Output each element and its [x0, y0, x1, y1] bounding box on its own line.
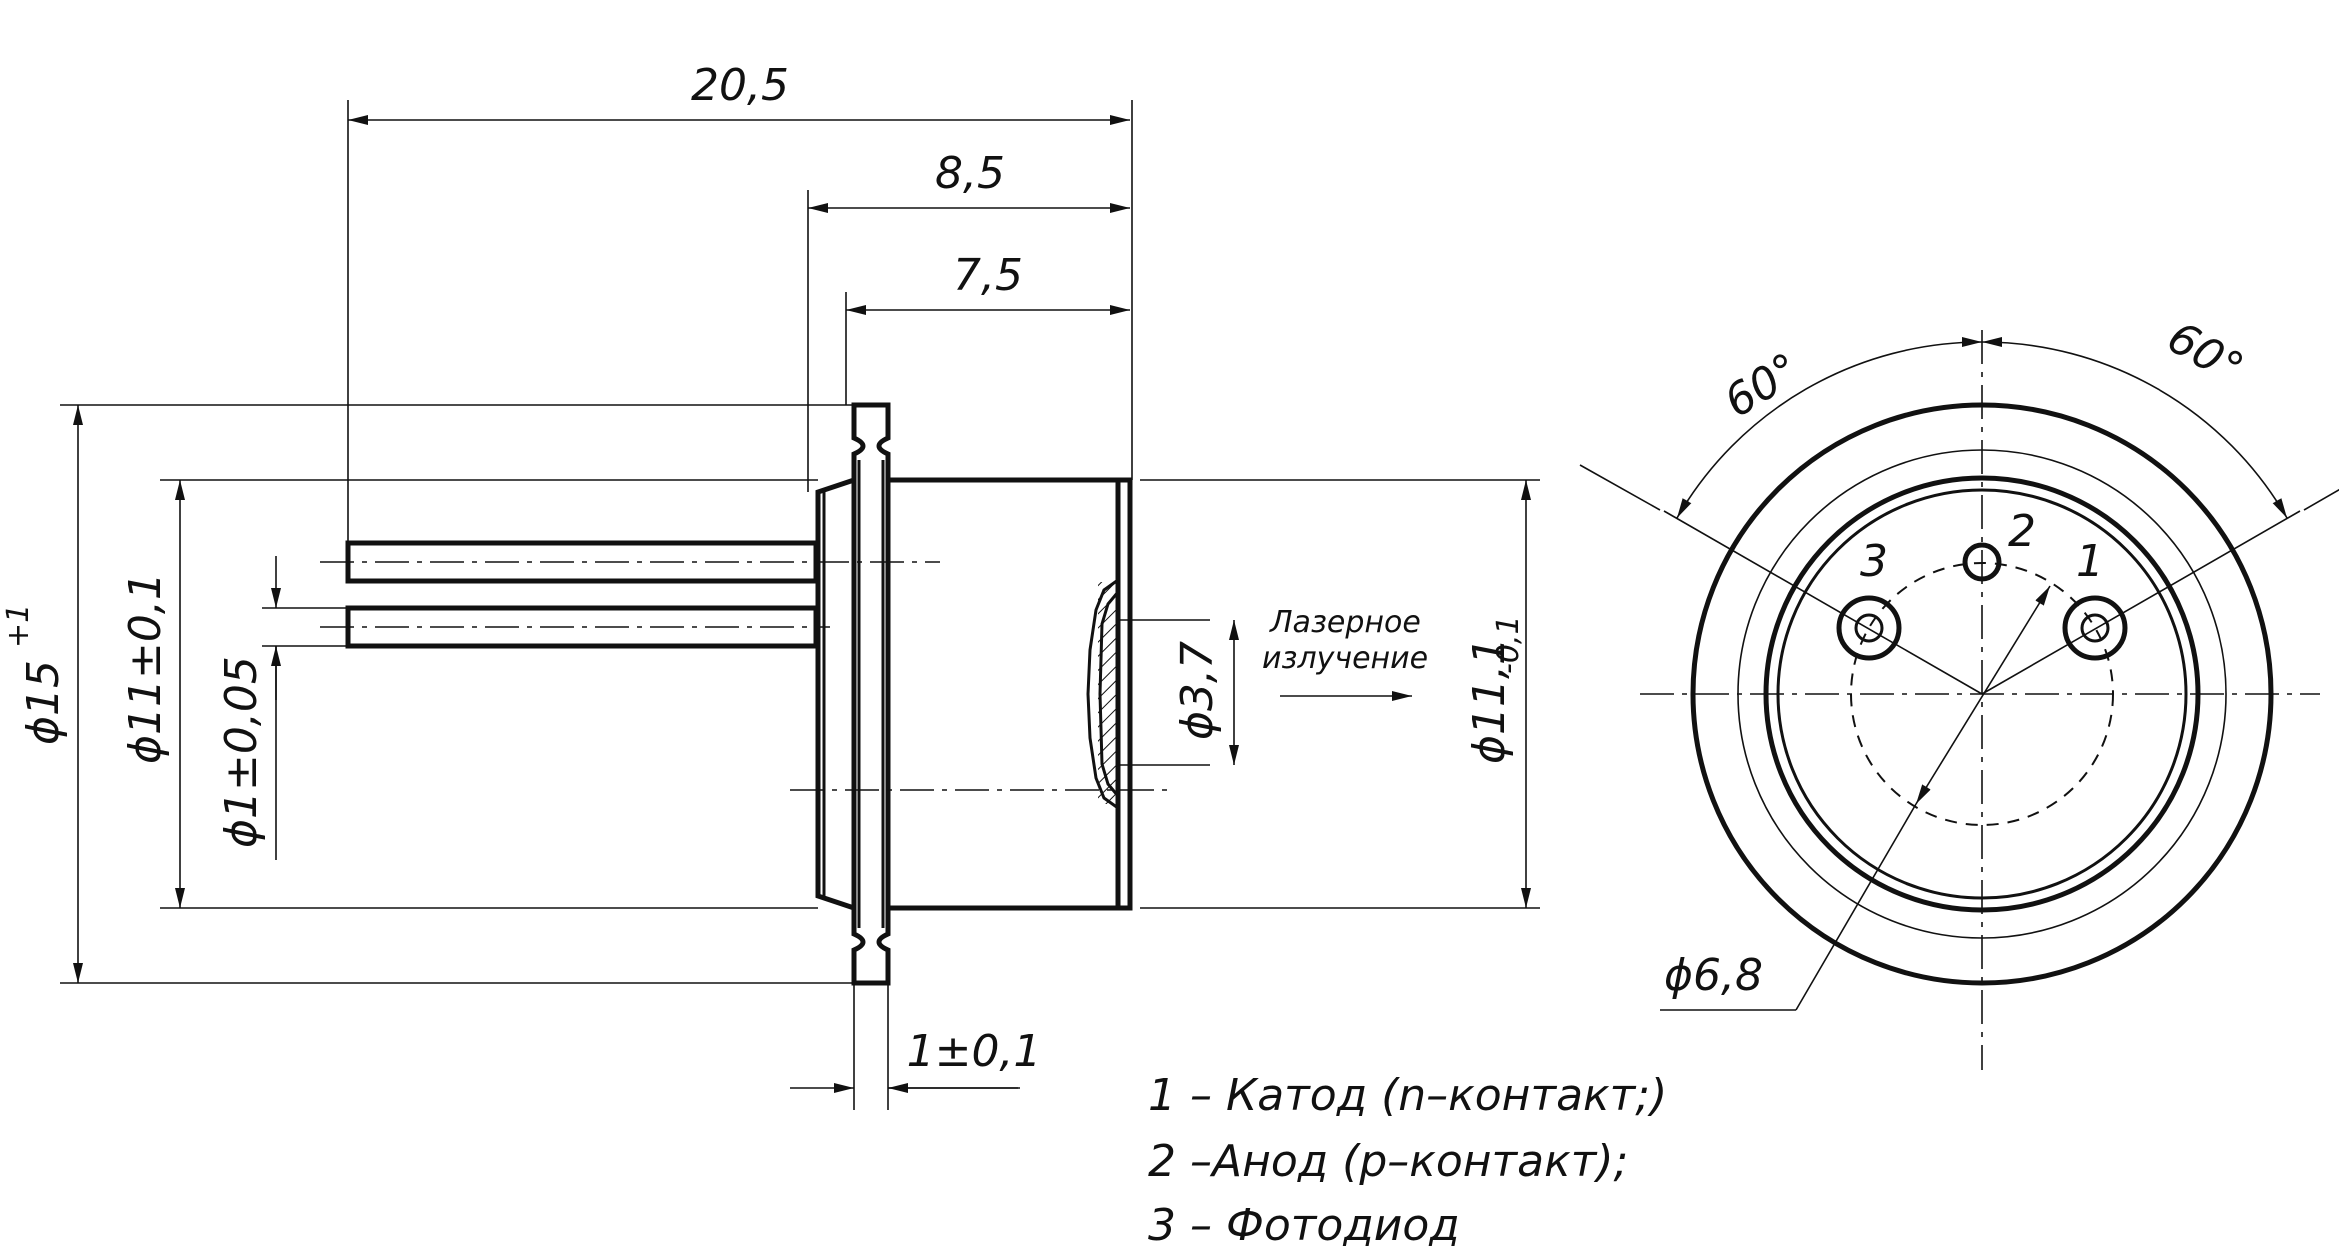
- svg-text:60°: 60°: [1716, 343, 1809, 428]
- svg-text:3: 3: [1860, 536, 1888, 587]
- dim-body-length: 7,5: [846, 250, 1130, 315]
- svg-text:ϕ3,7: ϕ3,7: [1172, 641, 1223, 740]
- dim-flange-thickness: 1±0,1: [790, 1026, 1042, 1093]
- svg-text:ϕ11,1: ϕ11,1: [1464, 637, 1515, 764]
- svg-text:1±0,1: 1±0,1: [907, 1026, 1042, 1077]
- legend: 1 – Катод (n–контакт;) 2 –Анод (p–контак…: [1148, 1070, 1667, 1251]
- svg-text:2: 2: [2008, 506, 2036, 557]
- svg-text:7,5: 7,5: [953, 250, 1023, 301]
- angle-left: 60°: [1676, 337, 1983, 519]
- svg-text:излучение: излучение: [1262, 641, 1428, 676]
- dim-window-diameter: ϕ3,7: [1172, 620, 1239, 765]
- end-view: 3 2 1 ϕ6,8 60° 60°: [1579, 312, 2339, 1070]
- dim-cap-diameter: ϕ11,1 -0,1: [1464, 480, 1531, 908]
- pins: [320, 540, 940, 649]
- emission-label: Лазерное излучение: [1262, 605, 1428, 701]
- svg-text:-0,1: -0,1: [1491, 615, 1526, 674]
- svg-text:ϕ6,8: ϕ6,8: [1664, 950, 1763, 1001]
- dim-total-length: 20,5: [348, 60, 1130, 125]
- svg-text:+1: +1: [1, 604, 36, 648]
- svg-text:60°: 60°: [2159, 312, 2252, 395]
- pin-pitch-circle: [1850, 562, 2114, 826]
- legend-line-1: 1 – Катод (n–контакт;): [1148, 1070, 1667, 1121]
- legend-line-3: 3 – Фотодиод: [1148, 1200, 1460, 1251]
- dim-pin-diameter: ϕ1±0,05: [216, 556, 281, 860]
- dim-flange-diameter: ϕ15 +1: [1, 405, 83, 983]
- pin-1: 1: [2062, 536, 2128, 661]
- base: [815, 477, 855, 911]
- svg-text:ϕ15: ϕ15: [18, 660, 69, 745]
- angle-right: 60°: [1981, 312, 2288, 519]
- svg-text:ϕ11±0,1: ϕ11±0,1: [120, 572, 171, 764]
- svg-text:20,5: 20,5: [691, 60, 789, 111]
- svg-text:ϕ1±0,05: ϕ1±0,05: [216, 656, 267, 848]
- pin-2: 2: [1962, 506, 2036, 582]
- pin-3: 3: [1836, 536, 1902, 661]
- side-view: 20,5 8,5 7,5 1±0,1 ϕ15 +1 ϕ11±0,1: [1, 60, 1540, 1110]
- dim-base-diameter: ϕ11±0,1: [120, 480, 185, 908]
- window: [1086, 578, 1210, 810]
- svg-text:1: 1: [2076, 536, 2104, 587]
- dim-flange-to-end: 8,5: [808, 148, 1130, 213]
- dim-pin-circle-diameter: ϕ6,8: [1660, 585, 2051, 1011]
- cap-body: [888, 477, 1133, 911]
- legend-line-2: 2 –Анод (p–контакт);: [1148, 1136, 1628, 1187]
- svg-text:8,5: 8,5: [935, 148, 1005, 199]
- svg-text:Лазерное: Лазерное: [1269, 605, 1421, 640]
